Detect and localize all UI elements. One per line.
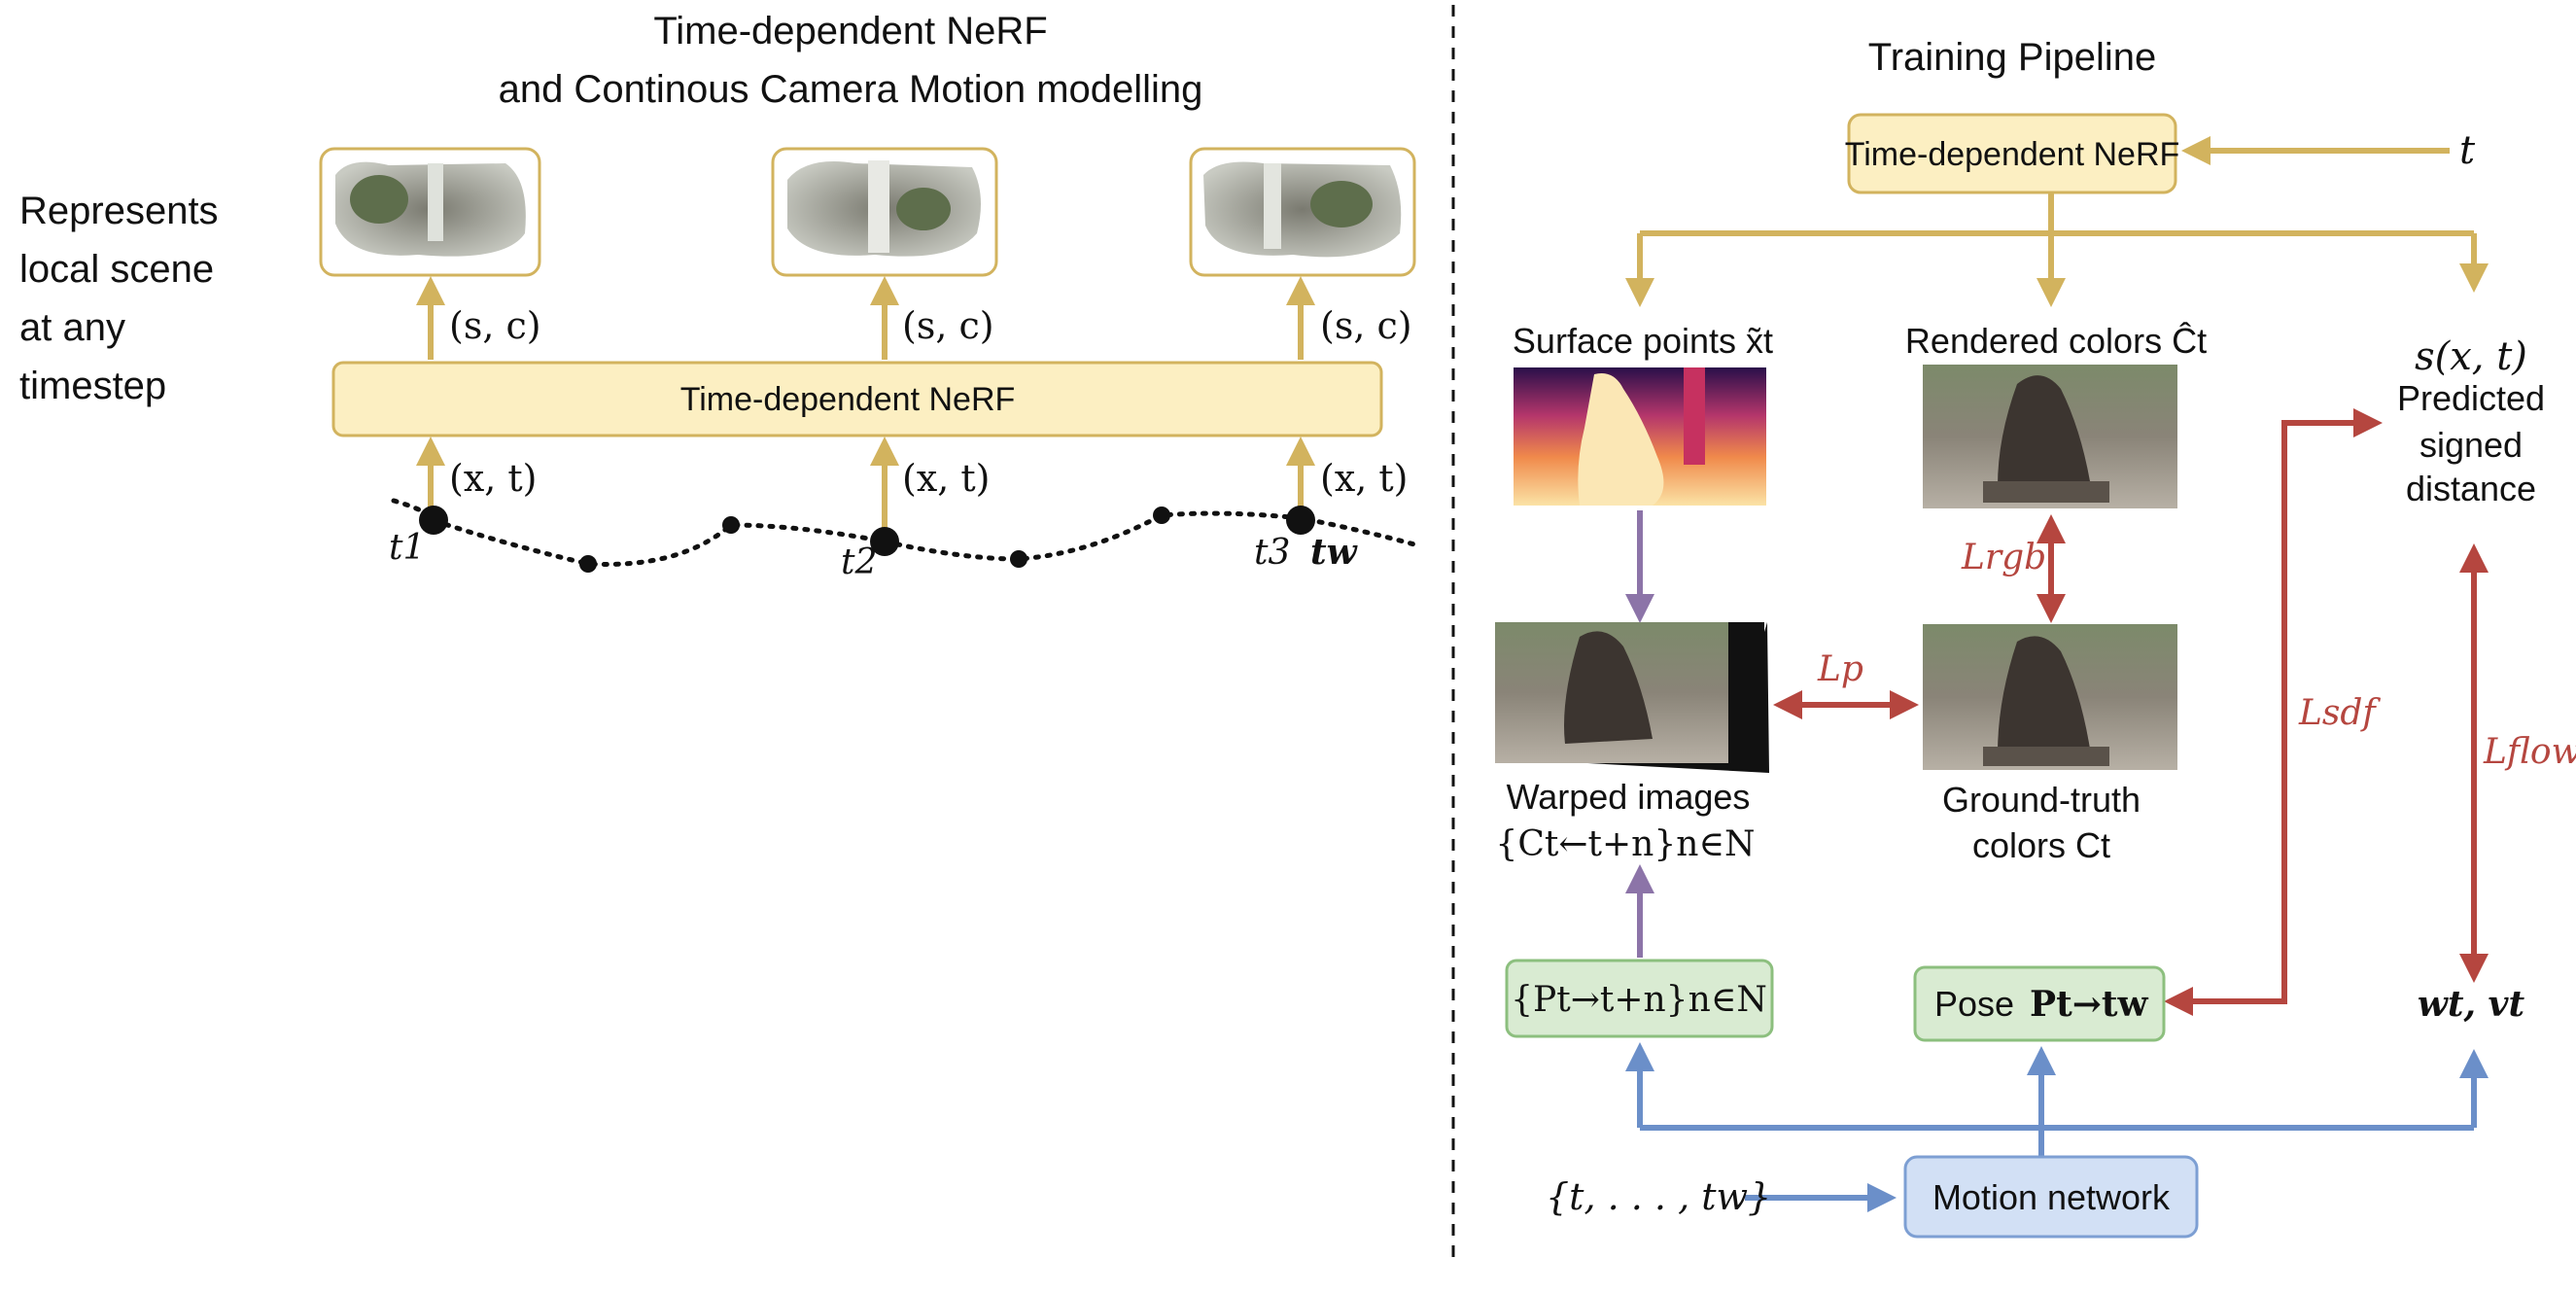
trajectory-node — [579, 555, 597, 573]
timestep-node-t3 — [1286, 506, 1315, 535]
warped-label-line1: Warped images — [1507, 777, 1751, 817]
right-nerf-box-label: Time-dependent NeRF — [1845, 136, 2180, 173]
loss-rgb-label: Lrgb — [1961, 538, 2046, 577]
loss-sdf-label: Lsdf — [2298, 693, 2381, 733]
side-note-line4: timestep — [19, 365, 166, 407]
warped-images — [1495, 622, 1769, 773]
trajectory-node — [1153, 507, 1170, 524]
rendered-colors-label: Rendered colors Ĉt — [1905, 321, 2207, 361]
pose-box — [1913, 965, 2166, 1042]
left-nerf-box — [331, 361, 1383, 437]
side-note-line3: at any — [19, 306, 125, 349]
loss-p-label: Lp — [1817, 649, 1863, 689]
output-label-2: (s, c) — [902, 304, 994, 347]
side-note-line1: Represents — [19, 190, 219, 232]
ground-truth-image — [1923, 624, 2177, 770]
sdf-formula-label: s(x, t) — [2415, 334, 2527, 379]
motion-network-label: Motion network — [1932, 1177, 2171, 1217]
pose-word-label: Pose — [1934, 984, 2014, 1024]
timestep-label-tw: tw — [1310, 532, 1359, 573]
loss-flow-label: Lflow — [2483, 732, 2576, 772]
surface-points-depth-image — [1514, 367, 1766, 506]
pose-set-box — [1505, 959, 1774, 1038]
surface-points-label: Surface points x̃t — [1513, 321, 1773, 361]
left-title-line1: Time-dependent NeRF — [653, 10, 1047, 52]
rendered-colors-image — [1923, 365, 2177, 508]
timestep-label-t3: t3 — [1254, 533, 1290, 573]
pose-set-label: {Pt→t+n}n∈N — [1511, 980, 1767, 1020]
output-label-1: (s, c) — [449, 304, 541, 347]
timestep-label-t2: t2 — [841, 542, 877, 582]
gt-label-line2: colors Ct — [1972, 825, 2110, 865]
warped-label-line2: {Ct←t+n}n∈N — [1495, 824, 1755, 864]
input-label-2: (x, t) — [902, 457, 991, 500]
sdf-label-line3: distance — [2406, 469, 2536, 508]
scene-thumbnail-1 — [319, 147, 541, 277]
left-title-line2: and Continous Camera Motion modelling — [499, 68, 1203, 111]
timestep-label-t1: t1 — [389, 528, 425, 568]
input-label-3: (x, t) — [1320, 457, 1409, 500]
timestep-node-t2 — [870, 527, 899, 556]
gt-label-line1: Ground-truth — [1942, 780, 2141, 820]
t-input-label: t — [2459, 128, 2476, 173]
right-nerf-box — [1847, 113, 2177, 194]
input-label-1: (x, t) — [449, 457, 538, 500]
trajectory-node — [722, 516, 740, 534]
side-note-line2: local scene — [19, 248, 214, 291]
output-label-3: (s, c) — [1320, 304, 1412, 347]
left-nerf-box-label: Time-dependent NeRF — [680, 381, 1016, 418]
pose-symbol-label: Pt→tw — [2030, 984, 2148, 1025]
timestep-node-t1 — [419, 506, 448, 535]
scene-thumbnail-3 — [1189, 147, 1416, 277]
loss-sdf-arrow — [2164, 408, 2383, 1016]
trajectory-node — [1010, 550, 1027, 568]
scene-thumbnail-2 — [771, 147, 998, 277]
motion-input-label: {t, . . . , tw} — [1546, 1175, 1771, 1218]
motion-network-box — [1903, 1155, 2199, 1239]
right-title: Training Pipeline — [1868, 36, 2156, 79]
sdf-label-line1: Predicted — [2397, 378, 2545, 418]
sdf-label-line2: signed — [2419, 425, 2523, 465]
wv-label: wt, vt — [2418, 984, 2525, 1025]
